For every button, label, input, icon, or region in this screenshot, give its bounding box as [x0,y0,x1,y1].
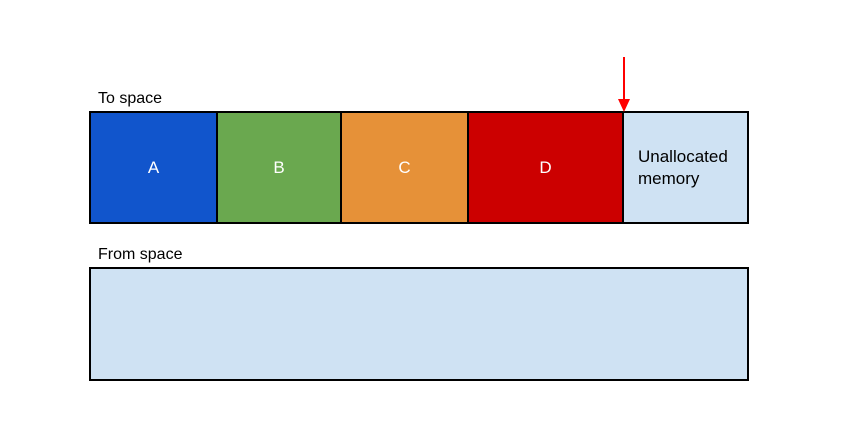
to-space-region: A B C D Unallocated memory [89,111,749,224]
unallocated-memory-label: Unallocated memory [638,146,728,188]
down-arrow-icon [618,57,630,112]
to-space-label: To space [98,90,163,107]
block-a-label: A [147,157,160,177]
block-c-label: C [398,157,411,177]
arrow-head [618,99,630,112]
block-d-label: D [539,157,552,177]
block-d: D [469,113,624,222]
unallocated-memory-block: Unallocated memory [624,113,747,222]
from-space-label: From space [98,246,183,263]
block-b: B [218,113,342,222]
block-b-label: B [273,157,285,177]
block-c: C [342,113,469,222]
from-space-region [89,267,749,381]
block-a: A [91,113,218,222]
